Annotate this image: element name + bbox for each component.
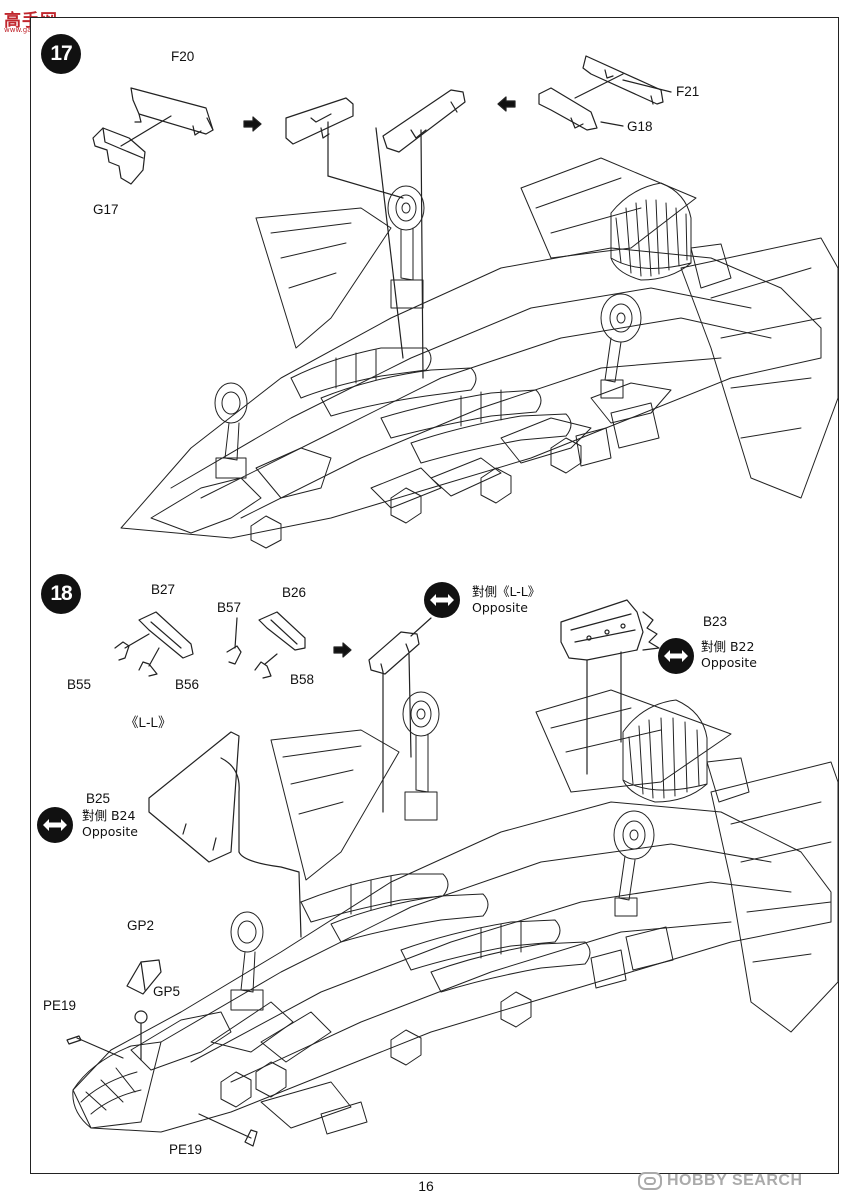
step-17-badge: 17 (41, 34, 81, 74)
opposite-side-arrows-icon (37, 807, 73, 843)
part-gp5-drawing (134, 1010, 148, 1061)
part-b25-drawing (148, 731, 240, 863)
note-ll-opposite-line1: 對側《L-L》 (472, 584, 541, 599)
aircraft-underside-step-18 (72, 689, 838, 1135)
label-f20: F20 (171, 49, 195, 64)
step-17-illustration (92, 55, 838, 549)
note-b24-line1: 對側 B24 (82, 808, 136, 823)
assembled-door-right (382, 89, 466, 153)
part-g18-drawing (538, 87, 598, 131)
label-g18: G18 (627, 119, 653, 134)
label-b23: B23 (703, 614, 728, 629)
part-g17-drawing (92, 127, 146, 185)
step-18-badge: 18 (41, 574, 81, 614)
step-17-panel: 17 F20 G17 F21 G18 (30, 17, 839, 564)
note-b22-line1: 對側 B22 (701, 639, 755, 654)
part-b27-drawing (138, 611, 194, 659)
label-pe19-bottom: PE19 (169, 1142, 203, 1157)
part-b57-drawing (226, 645, 242, 665)
note-b24-line2: Opposite (82, 824, 138, 839)
opposite-side-arrows-icon (658, 638, 694, 674)
note-b24-opposite: 對側 B24 Opposite (82, 808, 138, 840)
part-gp2-drawing (126, 959, 162, 995)
label-b57: B57 (217, 600, 242, 615)
label-f21: F21 (676, 84, 700, 99)
step-18-illustration (66, 599, 838, 1147)
part-b55-drawing (114, 641, 130, 661)
label-b55: B55 (67, 677, 92, 692)
label-ll-group: 《L-L》 (125, 715, 172, 730)
label-b27: B27 (151, 582, 176, 597)
label-b26: B26 (282, 585, 307, 600)
part-b58-drawing (254, 661, 272, 679)
part-f20-drawing (130, 87, 214, 136)
hobby-search-logo: HOBBY SEARCH (638, 1172, 803, 1190)
label-gp5: GP5 (153, 984, 181, 999)
step-18-panel: 18 B27 B26 B57 B55 B56 B58 《L-L》 對側《L-L》… (30, 562, 839, 1174)
part-b23-drawing (560, 599, 660, 661)
label-b58: B58 (290, 672, 315, 687)
assembled-ll-door (368, 631, 420, 675)
label-pe19-top: PE19 (43, 998, 77, 1013)
opposite-side-arrows-icon (424, 582, 460, 618)
part-b56-drawing (138, 661, 158, 677)
label-b56: B56 (175, 677, 200, 692)
part-pe19-top-drawing (66, 1035, 82, 1045)
page-number: 16 (418, 1178, 434, 1194)
hobby-search-text: HOBBY SEARCH (667, 1172, 803, 1189)
hobby-search-mark-icon (638, 1172, 662, 1190)
aircraft-underside-step-17 (120, 157, 838, 549)
assembled-door-left (285, 97, 354, 145)
note-b22-line2: Opposite (701, 655, 757, 670)
note-ll-opposite-line2: Opposite (472, 600, 528, 615)
label-g17: G17 (93, 202, 119, 217)
label-gp2: GP2 (127, 918, 155, 933)
note-b22-opposite: 對側 B22 Opposite (701, 639, 757, 671)
part-pe19-bottom-drawing (244, 1129, 258, 1147)
note-ll-opposite: 對側《L-L》 Opposite (472, 584, 540, 616)
label-b25: B25 (86, 791, 111, 806)
part-b26-drawing (258, 611, 306, 651)
